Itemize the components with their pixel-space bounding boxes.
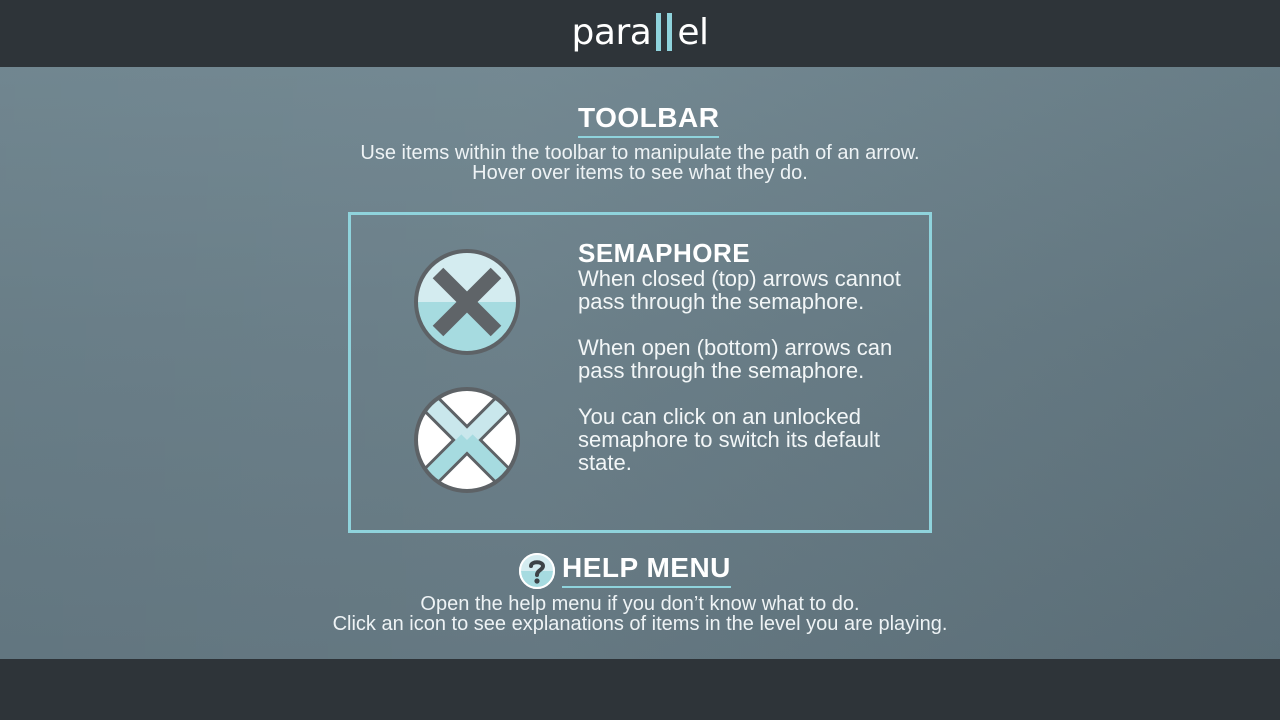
- item-title: SEMAPHORE: [578, 238, 751, 268]
- item-info-panel: [348, 212, 932, 533]
- item-paragraph-closed: When closed (top) arrows cannot pass thr…: [578, 266, 901, 314]
- help-menu-description: Open the help menu if you don’t know wha…: [0, 594, 1280, 634]
- item-paragraph-click: You can click on an unlocked semaphore t…: [578, 404, 881, 475]
- semaphore-closed-icon[interactable]: [413, 248, 521, 356]
- help-menu-heading: HELP MENU: [562, 552, 731, 588]
- logo-text-left: para: [571, 12, 652, 53]
- bottom-bar: [0, 659, 1280, 720]
- toolbar-description-line-1: Use items within the toolbar to manipula…: [360, 142, 920, 164]
- item-paragraph-open: When open (bottom) arrows can pass throu…: [578, 335, 893, 383]
- toolbar-description: Use items within the toolbar to manipula…: [0, 143, 1280, 183]
- logo-parallel-bars-icon: [653, 11, 675, 55]
- question-mark-icon[interactable]: [518, 552, 556, 590]
- help-description-line-2: Click an icon to see explanations of ite…: [332, 613, 948, 635]
- toolbar-heading: TOOLBAR: [578, 102, 720, 138]
- help-description-line-1: Open the help menu if you don’t know wha…: [420, 593, 860, 615]
- logo-text-right: el: [677, 12, 709, 53]
- semaphore-open-icon[interactable]: [413, 386, 521, 494]
- toolbar-description-line-2: Hover over items to see what they do.: [472, 162, 808, 184]
- tutorial-screen: [0, 67, 1280, 659]
